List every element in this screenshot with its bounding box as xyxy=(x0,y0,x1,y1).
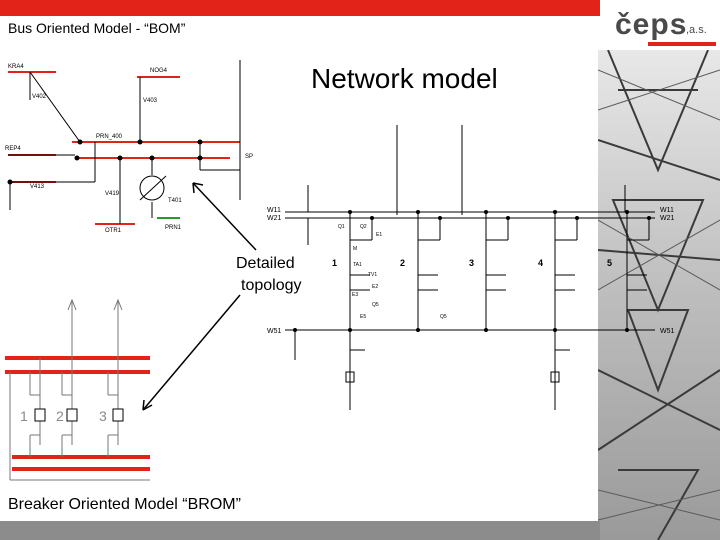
detail-bus-w21-right: W21 xyxy=(660,215,675,222)
detail-bay-4: 4 xyxy=(538,258,543,268)
logo-underline xyxy=(648,42,716,46)
bom-label-kra4: KRA4 xyxy=(8,64,24,70)
network-model-heading: Network model xyxy=(311,63,498,94)
bom-label-t401: T401 xyxy=(168,198,182,204)
top-accent-bar xyxy=(0,0,600,16)
bom-label-v403: V403 xyxy=(143,98,158,104)
bottom-bar xyxy=(0,521,600,540)
detail-bay-5: 5 xyxy=(607,258,612,268)
detail-device-q1: Q1 xyxy=(338,224,345,230)
arrow-to-bom xyxy=(192,182,257,251)
detail-device-e3: E3 xyxy=(352,292,358,298)
bom-label-sp: SP xyxy=(245,154,253,160)
brom-bay-2: 2 xyxy=(56,408,64,424)
detail-device-tv1: TV1 xyxy=(368,272,377,278)
arrows xyxy=(142,182,257,411)
pylon-photo xyxy=(598,50,720,540)
detail-bus-w51-right: W51 xyxy=(660,328,675,335)
brom-label: Breaker Oriented Model “BROM” xyxy=(8,496,241,513)
bom-label-rep4: REP4 xyxy=(5,146,21,152)
bom-label-v413: V413 xyxy=(30,184,45,190)
slide-title: Bus Oriented Model - “BOM” xyxy=(8,20,186,36)
brom-bay-3: 3 xyxy=(99,408,107,424)
detail-device-e5: E5 xyxy=(360,314,366,320)
detail-bus-w11-left: W11 xyxy=(267,207,281,214)
detail-device-e2: E2 xyxy=(372,284,378,290)
detail-device-m: M xyxy=(353,246,357,252)
detailed-label-line2: topology xyxy=(241,277,302,294)
detail-device-q5: Q5 xyxy=(372,302,379,308)
logo-suffix: ,a.s. xyxy=(686,24,707,36)
detail-diagram: W11 W21 W51 W11 W21 W51 Q1 Q2 E1 M TA1 T… xyxy=(267,125,675,410)
detailed-topology-label: Detailed topology xyxy=(236,253,302,297)
detail-bus-w11-right: W11 xyxy=(660,207,674,214)
detailed-label-line1: Detailed xyxy=(236,255,295,272)
bom-label-nog4: NOG4 xyxy=(150,68,168,74)
brom-diagram: 1 2 3 xyxy=(5,298,150,481)
bom-label-otr1: OTR1 xyxy=(105,228,122,234)
bom-diagram: KRA4 NOG4 V402 V403 PRN_400 REP4 SP V413… xyxy=(5,60,253,234)
detail-device-e1: E1 xyxy=(376,232,382,238)
detail-device-ta1: TA1 xyxy=(353,262,362,268)
bom-label-prn400: PRN_400 xyxy=(96,134,123,140)
bom-label-prn1: PRN1 xyxy=(165,225,182,231)
detail-bay-3: 3 xyxy=(469,258,474,268)
detail-bus-w21-left: W21 xyxy=(267,215,282,222)
detail-device-q5b: Q5 xyxy=(440,314,447,320)
detail-bus-w51-left: W51 xyxy=(267,328,282,335)
logo-text: čeps xyxy=(615,8,688,41)
detail-device-q2: Q2 xyxy=(360,224,367,230)
detail-bay-1: 1 xyxy=(332,258,337,268)
detail-bay-2: 2 xyxy=(400,258,405,268)
bom-label-v419: V419 xyxy=(105,191,120,197)
bom-label-v402: V402 xyxy=(32,94,47,100)
arrow-to-brom xyxy=(142,294,241,411)
brom-bay-1: 1 xyxy=(20,408,28,424)
